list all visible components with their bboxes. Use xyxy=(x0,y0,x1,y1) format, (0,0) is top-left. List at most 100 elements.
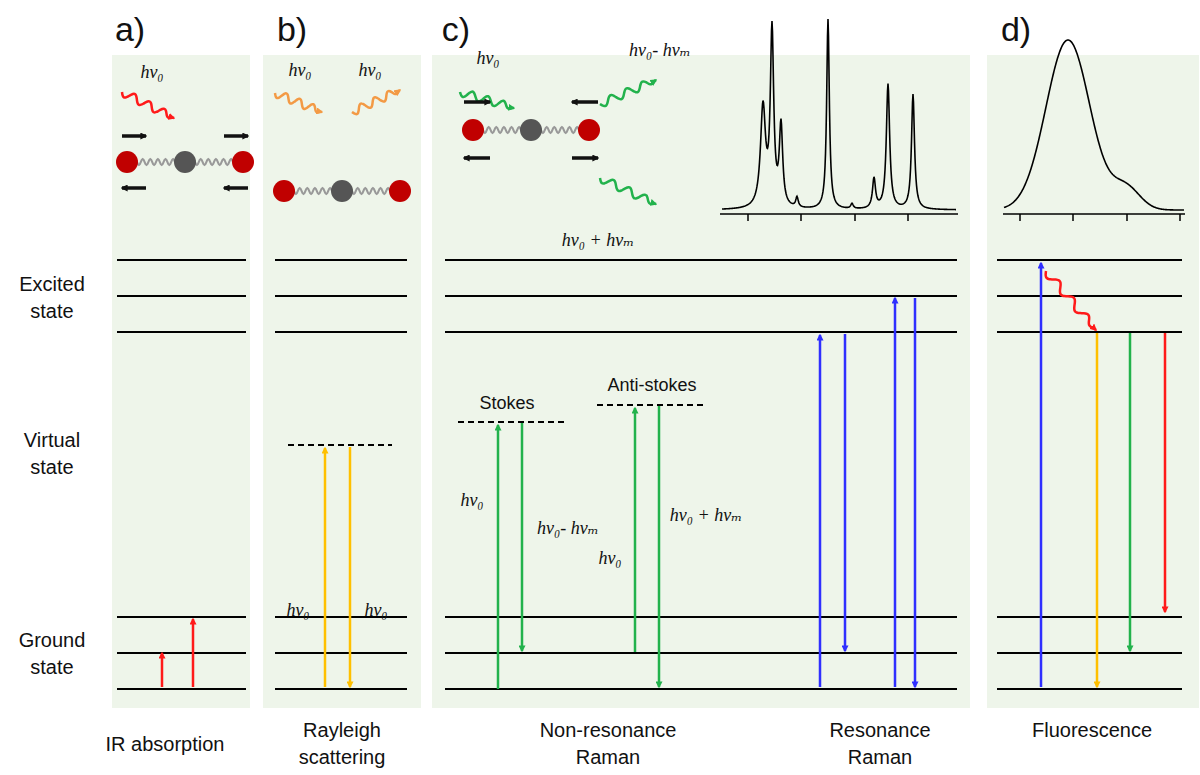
photon-energy: hν₀ + hνₘ xyxy=(670,503,742,527)
energy-level xyxy=(997,652,1182,654)
transition-arrow xyxy=(497,425,500,689)
photon-energy: hν₀ xyxy=(364,598,387,622)
energy-level xyxy=(275,652,407,654)
transition-arrow xyxy=(1164,333,1167,612)
motion-arrow xyxy=(122,134,146,138)
energy-level xyxy=(117,295,246,297)
panel-background xyxy=(263,55,421,708)
axis-tick xyxy=(1019,214,1021,221)
motion-arrow xyxy=(572,156,598,160)
atom xyxy=(462,119,484,141)
spectrum-axis xyxy=(720,213,958,215)
photon-energy: hν₀ xyxy=(288,58,311,82)
bond-spring xyxy=(195,159,233,165)
panel-caption: Rayleigh scattering xyxy=(282,717,402,771)
atom xyxy=(116,151,138,173)
state-label: Stokes xyxy=(479,391,534,415)
energy-level xyxy=(117,616,246,618)
bond-spring xyxy=(294,188,332,194)
panel-caption: Resonance Raman xyxy=(810,717,950,771)
motion-arrow xyxy=(224,134,248,138)
photon-energy: hν₀ xyxy=(286,598,309,622)
energy-level xyxy=(997,331,1182,333)
transition-arrow xyxy=(914,298,917,687)
axis-tick xyxy=(747,214,749,221)
atom xyxy=(578,119,600,141)
transition-arrow xyxy=(1040,263,1043,687)
energy-level xyxy=(275,331,407,333)
transition-arrow xyxy=(894,298,897,687)
energy-level xyxy=(445,331,957,333)
panel-caption: Non-resonance Raman xyxy=(528,717,688,771)
bond-spring xyxy=(541,127,579,133)
state-label: Anti-stokes xyxy=(607,373,696,397)
transition-arrow xyxy=(349,447,352,687)
photon-wave xyxy=(600,80,656,106)
energy-level xyxy=(275,259,407,261)
energy-level xyxy=(117,688,246,690)
spectrum-axis xyxy=(1003,213,1185,215)
photon-wave xyxy=(352,90,400,114)
photon-wave xyxy=(460,92,514,109)
panel-background xyxy=(432,55,970,708)
panel-letter: b) xyxy=(277,7,307,53)
panel-background xyxy=(987,55,1199,708)
level-label: Ground state xyxy=(2,627,102,681)
atom xyxy=(520,119,542,141)
motion-arrow xyxy=(464,100,490,104)
transition-arrow xyxy=(1096,333,1099,687)
spectrum-curve xyxy=(1004,40,1184,210)
photon-energy: hν₀ xyxy=(140,60,163,84)
axis-tick xyxy=(1179,214,1181,221)
bond-spring xyxy=(352,188,390,194)
transition-arrow xyxy=(324,448,327,687)
axis-tick xyxy=(1072,214,1074,221)
level-label: Excited state xyxy=(2,271,102,325)
atom xyxy=(273,180,295,202)
energy-level xyxy=(997,688,1182,690)
panel-letter: d) xyxy=(1001,7,1031,53)
motion-arrow xyxy=(224,186,248,190)
transition-arrow xyxy=(1129,333,1132,651)
photon-energy: hν₀ xyxy=(476,46,499,70)
motion-arrow xyxy=(122,186,146,190)
photon-energy: hν₀- hνₘ xyxy=(629,38,691,62)
panel-caption: Fluorescence xyxy=(1012,717,1172,744)
photon-wave xyxy=(275,93,322,112)
transition-arrow xyxy=(819,335,822,687)
virtual-level xyxy=(458,421,565,423)
atom xyxy=(232,151,254,173)
energy-level xyxy=(275,295,407,297)
bond-spring xyxy=(137,159,175,165)
atom xyxy=(389,180,411,202)
transition-arrow xyxy=(521,423,524,651)
panel-letter: a) xyxy=(115,7,145,53)
motion-arrow xyxy=(464,156,490,160)
transition-arrow xyxy=(161,653,164,687)
photon-energy: hν₀ xyxy=(460,488,483,512)
energy-level xyxy=(117,259,246,261)
atom xyxy=(174,151,196,173)
energy-level xyxy=(117,652,246,654)
axis-tick xyxy=(800,214,802,221)
transition-arrow xyxy=(634,408,637,652)
panel-caption: IR absorption xyxy=(105,731,225,758)
level-label: Virtual state xyxy=(2,427,102,481)
energy-level xyxy=(445,295,957,297)
panel-letter: c) xyxy=(442,7,470,53)
energy-level xyxy=(445,688,957,690)
photon-wave xyxy=(600,178,656,204)
transition-arrow xyxy=(192,619,195,687)
energy-level xyxy=(275,688,407,690)
photon-wave xyxy=(122,92,174,118)
atom xyxy=(331,180,353,202)
energy-level xyxy=(997,295,1182,297)
photon-energy: hν₀ xyxy=(598,546,621,570)
panel-background xyxy=(112,55,250,708)
energy-level xyxy=(117,331,246,333)
energy-level xyxy=(997,259,1182,261)
transition-arrow xyxy=(844,334,847,651)
bond-spring xyxy=(483,127,521,133)
